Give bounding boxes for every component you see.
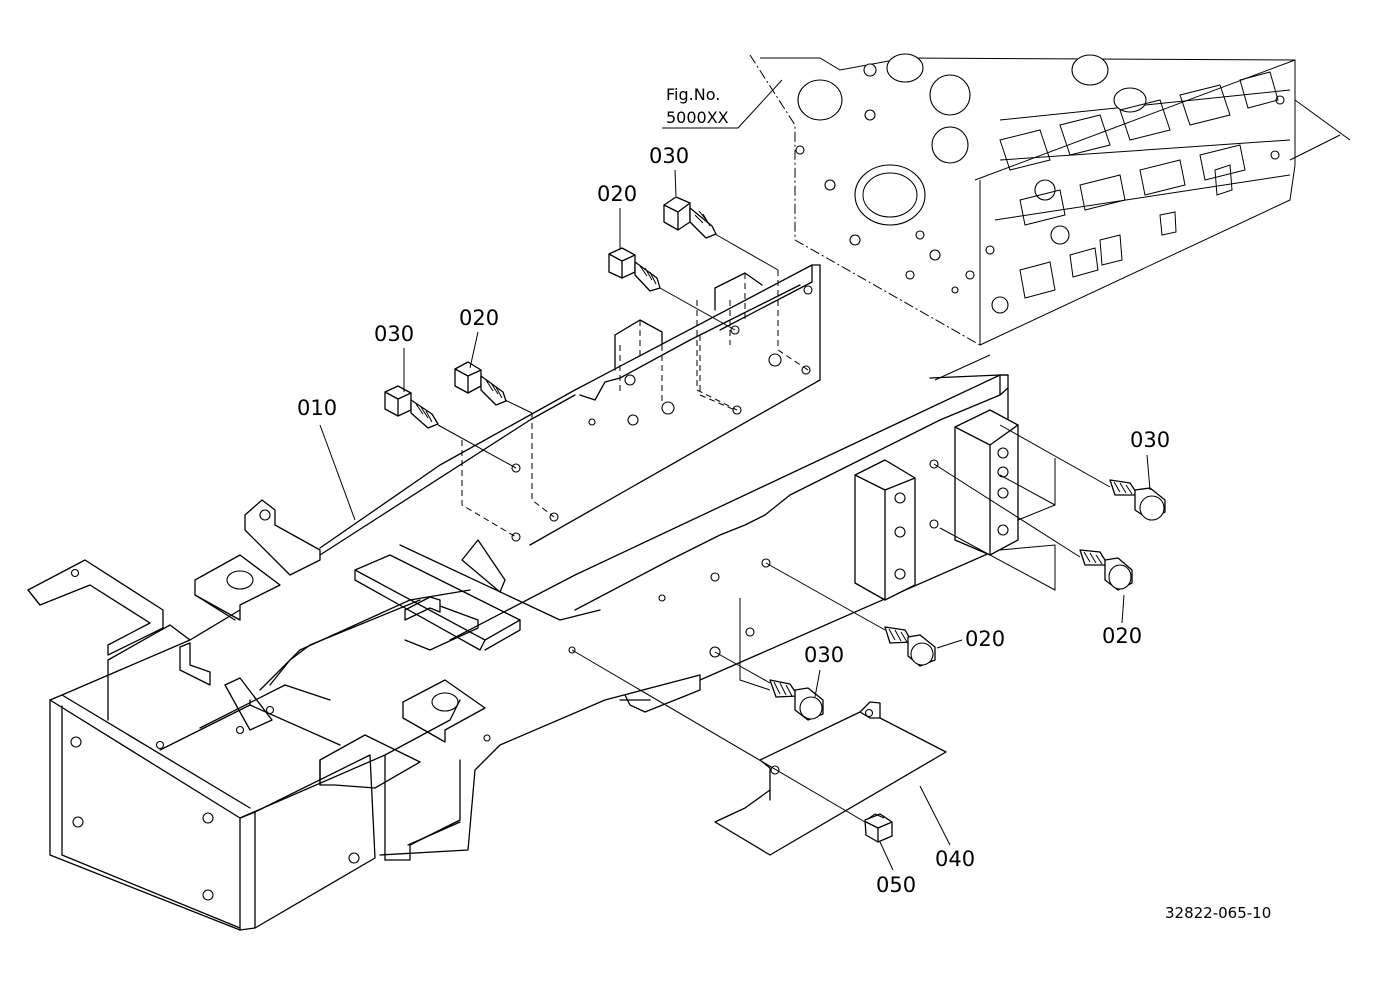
engine-block xyxy=(749,53,1351,381)
spacer-blocks-rear xyxy=(614,272,763,411)
bolt-030-front xyxy=(769,679,824,721)
bracket-front xyxy=(319,734,421,789)
bolt-020-right xyxy=(1079,549,1133,591)
gusset-center xyxy=(461,539,506,593)
frame-010 xyxy=(49,264,1009,931)
figure-ref-line2: 5000XX xyxy=(666,108,729,127)
callout-030-right: 030 xyxy=(1130,428,1170,452)
callout-040: 040 xyxy=(935,847,975,871)
bolt-050 xyxy=(864,813,893,843)
bolt-030-top xyxy=(663,196,717,239)
bolt-020-top xyxy=(608,247,661,292)
callout-050: 050 xyxy=(876,873,916,897)
callout-030-mid: 030 xyxy=(374,322,414,346)
frame-holes xyxy=(70,285,1005,901)
assembly-lines xyxy=(437,233,1111,823)
callout-030-top: 030 xyxy=(649,144,689,168)
spacer-block-front-1 xyxy=(854,459,916,601)
spacer-block-front-2 xyxy=(954,409,1019,556)
bolt-020-mid xyxy=(454,361,507,406)
leaders xyxy=(319,169,1151,871)
callout-020-right: 020 xyxy=(1102,624,1142,648)
bracket-left-end xyxy=(27,559,164,656)
bracket-plate-040 xyxy=(714,701,947,856)
callout-030-front: 030 xyxy=(804,643,844,667)
bracket-upright xyxy=(244,499,321,576)
drawing-number: 32822-065-10 xyxy=(1165,904,1271,922)
bolt-030-right xyxy=(1109,479,1166,521)
u-bolt xyxy=(404,596,479,651)
callout-020-mid: 020 xyxy=(459,306,499,330)
gusset-left xyxy=(179,642,273,731)
callout-020-front: 020 xyxy=(965,627,1005,651)
bolt-030-mid xyxy=(384,385,439,429)
bracket-saddle-left xyxy=(194,554,281,621)
bracket-saddle-right xyxy=(402,679,486,743)
callout-010: 010 xyxy=(297,396,337,420)
figure-ref-line1: Fig.No. xyxy=(666,85,720,104)
figure-reference: Fig.No. 5000XX xyxy=(662,79,783,129)
callout-020-top: 020 xyxy=(597,182,637,206)
bolt-020-front xyxy=(884,626,936,667)
